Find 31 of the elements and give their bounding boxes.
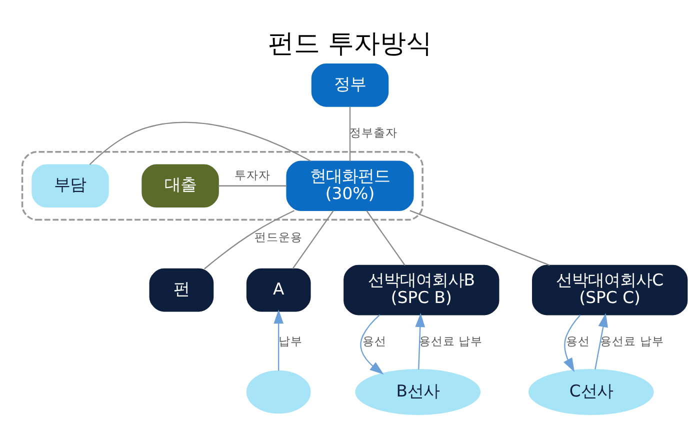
arrow xyxy=(360,314,384,374)
arrow xyxy=(274,309,284,370)
node-box: 대출 xyxy=(142,164,219,208)
node-box: 부담 xyxy=(32,164,109,208)
connector xyxy=(89,121,312,164)
edge-label: 용선 xyxy=(566,334,590,348)
node-ellipse: B선사 xyxy=(355,368,481,414)
node-box: 펀 xyxy=(149,268,214,312)
edge-label: 납부 xyxy=(278,334,302,348)
connector xyxy=(349,106,351,161)
edge-label: 용선 xyxy=(362,334,387,348)
edge-label: 펀드운용 xyxy=(254,229,303,244)
connector xyxy=(204,210,295,269)
connector xyxy=(292,210,334,269)
edge-label: 투자자 xyxy=(234,167,271,182)
diagram-title: 펀드 투자방식 xyxy=(268,28,432,58)
node-box: 현대화펀드 (30%) xyxy=(286,160,414,211)
node-box: 선박대여회사C (SPC C) xyxy=(532,264,688,315)
node-ellipse: C선사 xyxy=(528,368,654,414)
arrow xyxy=(594,312,608,370)
arrow xyxy=(415,312,426,369)
connector xyxy=(218,184,287,186)
node-box: 선박대여회사B (SPC B) xyxy=(344,264,500,315)
node-ellipse xyxy=(246,370,311,414)
connector xyxy=(366,210,406,266)
node-box: A xyxy=(246,268,311,312)
cluster xyxy=(21,150,424,220)
edge-label: 용선료 납부 xyxy=(600,334,664,348)
node-box: 정부 xyxy=(311,63,389,106)
arrow xyxy=(563,314,581,372)
connector xyxy=(410,209,550,266)
